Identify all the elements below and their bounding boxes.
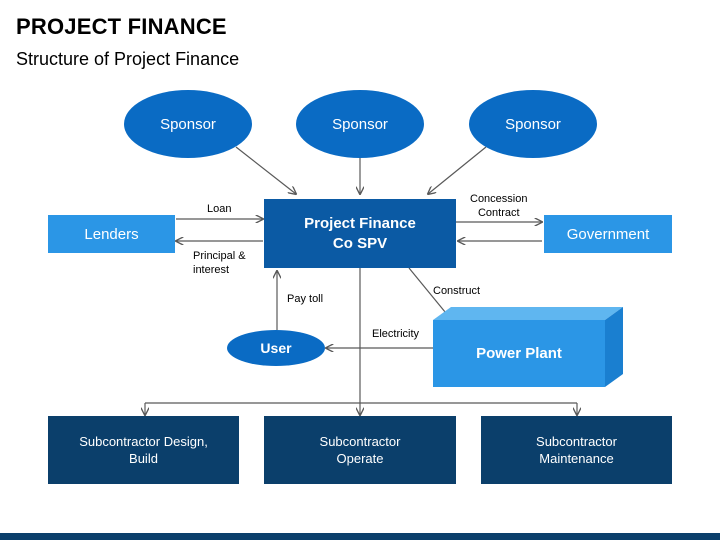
- edge-label-electricity: Electricity: [372, 328, 420, 340]
- sub-maint-line1: Subcontractor: [536, 434, 617, 449]
- sub-operate-line2: Operate: [336, 451, 384, 466]
- edge-label-pay-toll: Pay toll: [287, 293, 324, 305]
- edge-label-construct: Construct: [433, 285, 481, 297]
- edge-label-loan: Loan: [207, 203, 232, 215]
- arrow-sponsor-right-to-spv: [428, 146, 487, 194]
- sub-operate-line1: Subcontractor: [319, 434, 401, 449]
- page-subtitle: Structure of Project Finance: [16, 49, 240, 69]
- user-node: User: [227, 330, 325, 366]
- sub-maint-line2: Maintenance: [539, 451, 614, 466]
- sponsor-node-left: Sponsor: [124, 90, 252, 158]
- edge-label-principal-line1: Principal &: [193, 250, 246, 262]
- lenders-node: Lenders: [48, 215, 175, 253]
- government-node: Government: [544, 215, 672, 253]
- page-title: PROJECT FINANCE: [16, 14, 227, 39]
- spv-label-line2: Co SPV: [332, 234, 388, 252]
- sub-maint-node: Subcontractor Maintenance: [481, 416, 672, 484]
- sponsor-node-right: Sponsor: [469, 90, 597, 158]
- sub-design-node: Subcontractor Design, Build: [48, 416, 239, 484]
- sponsor-node-center: Sponsor: [296, 90, 424, 158]
- power-plant-shape: [433, 307, 623, 387]
- edge-label-concession-line1: Concession: [470, 193, 528, 205]
- sub-operate-node: Subcontractor Operate: [264, 416, 456, 484]
- edge-label-concession: Concession Contract: [470, 192, 527, 220]
- sub-design-line2: Build: [129, 451, 158, 466]
- edge-label-principal: Principal & interest: [193, 249, 246, 277]
- edge-label-principal-line2: interest: [193, 264, 230, 276]
- power-plant-node: Power Plant: [476, 345, 562, 362]
- sub-design-line1: Subcontractor Design,: [79, 434, 208, 449]
- spv-label-line1: Project Finance: [304, 214, 416, 232]
- arrow-sponsor-left-to-spv: [235, 146, 296, 194]
- spv-node: Project Finance Co SPV: [264, 199, 456, 268]
- footer-bar: [0, 533, 720, 540]
- edge-label-concession-line2: Contract: [477, 207, 520, 219]
- line-construct: [408, 267, 451, 319]
